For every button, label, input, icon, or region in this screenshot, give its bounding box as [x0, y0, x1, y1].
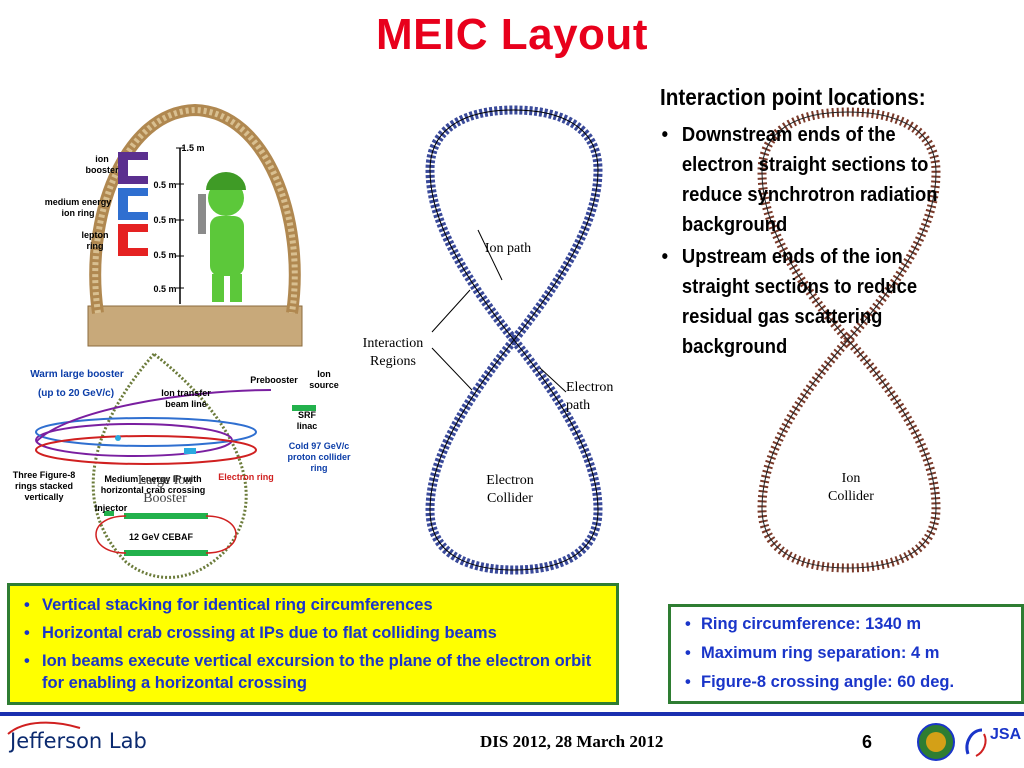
slide-title: MEIC Layout [376, 10, 648, 59]
tunnel-cross-section-diagram [87, 103, 303, 347]
page-number: 6 [862, 732, 873, 752]
label-ion-path: Ion path [484, 241, 532, 256]
label-ion-transfer: Ion transfer beam line [161, 388, 211, 409]
feature-bullet-1: Vertical stacking for identical ring cir… [20, 594, 606, 616]
accelerator-complex-diagram [35, 351, 316, 579]
doe-seal-icon [917, 723, 955, 761]
label-interaction-regions: Interaction Regions [362, 336, 424, 369]
label-three-rings: Three Figure-8 rings stacked vertically [12, 470, 76, 502]
label-electron-collider: Electron Collider [486, 473, 534, 506]
label-medium-energy-ip: Medium energy IP with horizontal crab cr… [100, 474, 206, 495]
interaction-bullet-1: Downstream ends of the electron straight… [658, 120, 971, 240]
dim-0-5m-d: 0.5 m [153, 284, 177, 294]
footer-rule [0, 712, 1024, 716]
jefferson-lab-logo-icon [7, 721, 81, 735]
label-ion-collider: Ion Collider [828, 471, 874, 504]
dim-0-5m-c: 0.5 m [153, 250, 177, 260]
label-injector: Injector [94, 503, 128, 513]
spec-bullet-2: Maximum ring separation: 4 m [679, 642, 1013, 664]
label-cold-collider: Cold 97 GeV/c proton collider ring [287, 441, 351, 473]
label-large-ion-booster: Large Ion Booster [137, 473, 193, 506]
spec-bullet-1: Ring circumference: 1340 m [679, 613, 1013, 635]
feature-bullet-3: Ion beams execute vertical excursion to … [20, 650, 606, 694]
dim-1-5m: 1.5 m [181, 143, 205, 153]
feature-bullet-2: Horizontal crab crossing at IPs due to f… [20, 622, 606, 644]
label-cebaf: 12 GeV CEBAF [128, 532, 194, 542]
label-electron-path: Electron path [566, 380, 614, 413]
label-ion-booster: ion booster [85, 154, 119, 175]
specs-box: Ring circumference: 1340 m Maximum ring … [668, 604, 1024, 704]
label-prebooster: Prebooster [250, 375, 298, 385]
label-warm-booster: Warm large booster [30, 369, 124, 380]
label-lepton-ring: lepton ring [81, 230, 109, 251]
electron-collider-figure8 [425, 105, 603, 575]
dim-0-5m-b: 0.5 m [153, 215, 177, 225]
label-warm-booster-energy: (up to 20 GeV/c) [37, 388, 115, 399]
label-electron-ring: Electron ring [218, 472, 274, 482]
label-ion-source: Ion source [309, 369, 339, 390]
label-srf-linac: SRF linac [296, 410, 318, 431]
interaction-bullet-2: Upstream ends of the ion straight sectio… [658, 242, 971, 362]
spec-bullet-3: Figure-8 crossing angle: 60 deg. [679, 671, 1013, 693]
jefferson-lab-name: Jefferson Lab [10, 729, 147, 753]
footer-event: DIS 2012, 28 March 2012 [480, 732, 664, 751]
jsa-text: JSA [990, 726, 1022, 743]
jsa-logo-icon [965, 728, 987, 757]
label-medium-energy-ion-ring: medium energy ion ring [44, 197, 112, 218]
features-box: Vertical stacking for identical ring cir… [7, 583, 619, 705]
interaction-bullets: Downstream ends of the electron straight… [658, 120, 998, 364]
interaction-heading: Interaction point locations: [660, 84, 926, 110]
dim-0-5m-a: 0.5 m [153, 180, 177, 190]
